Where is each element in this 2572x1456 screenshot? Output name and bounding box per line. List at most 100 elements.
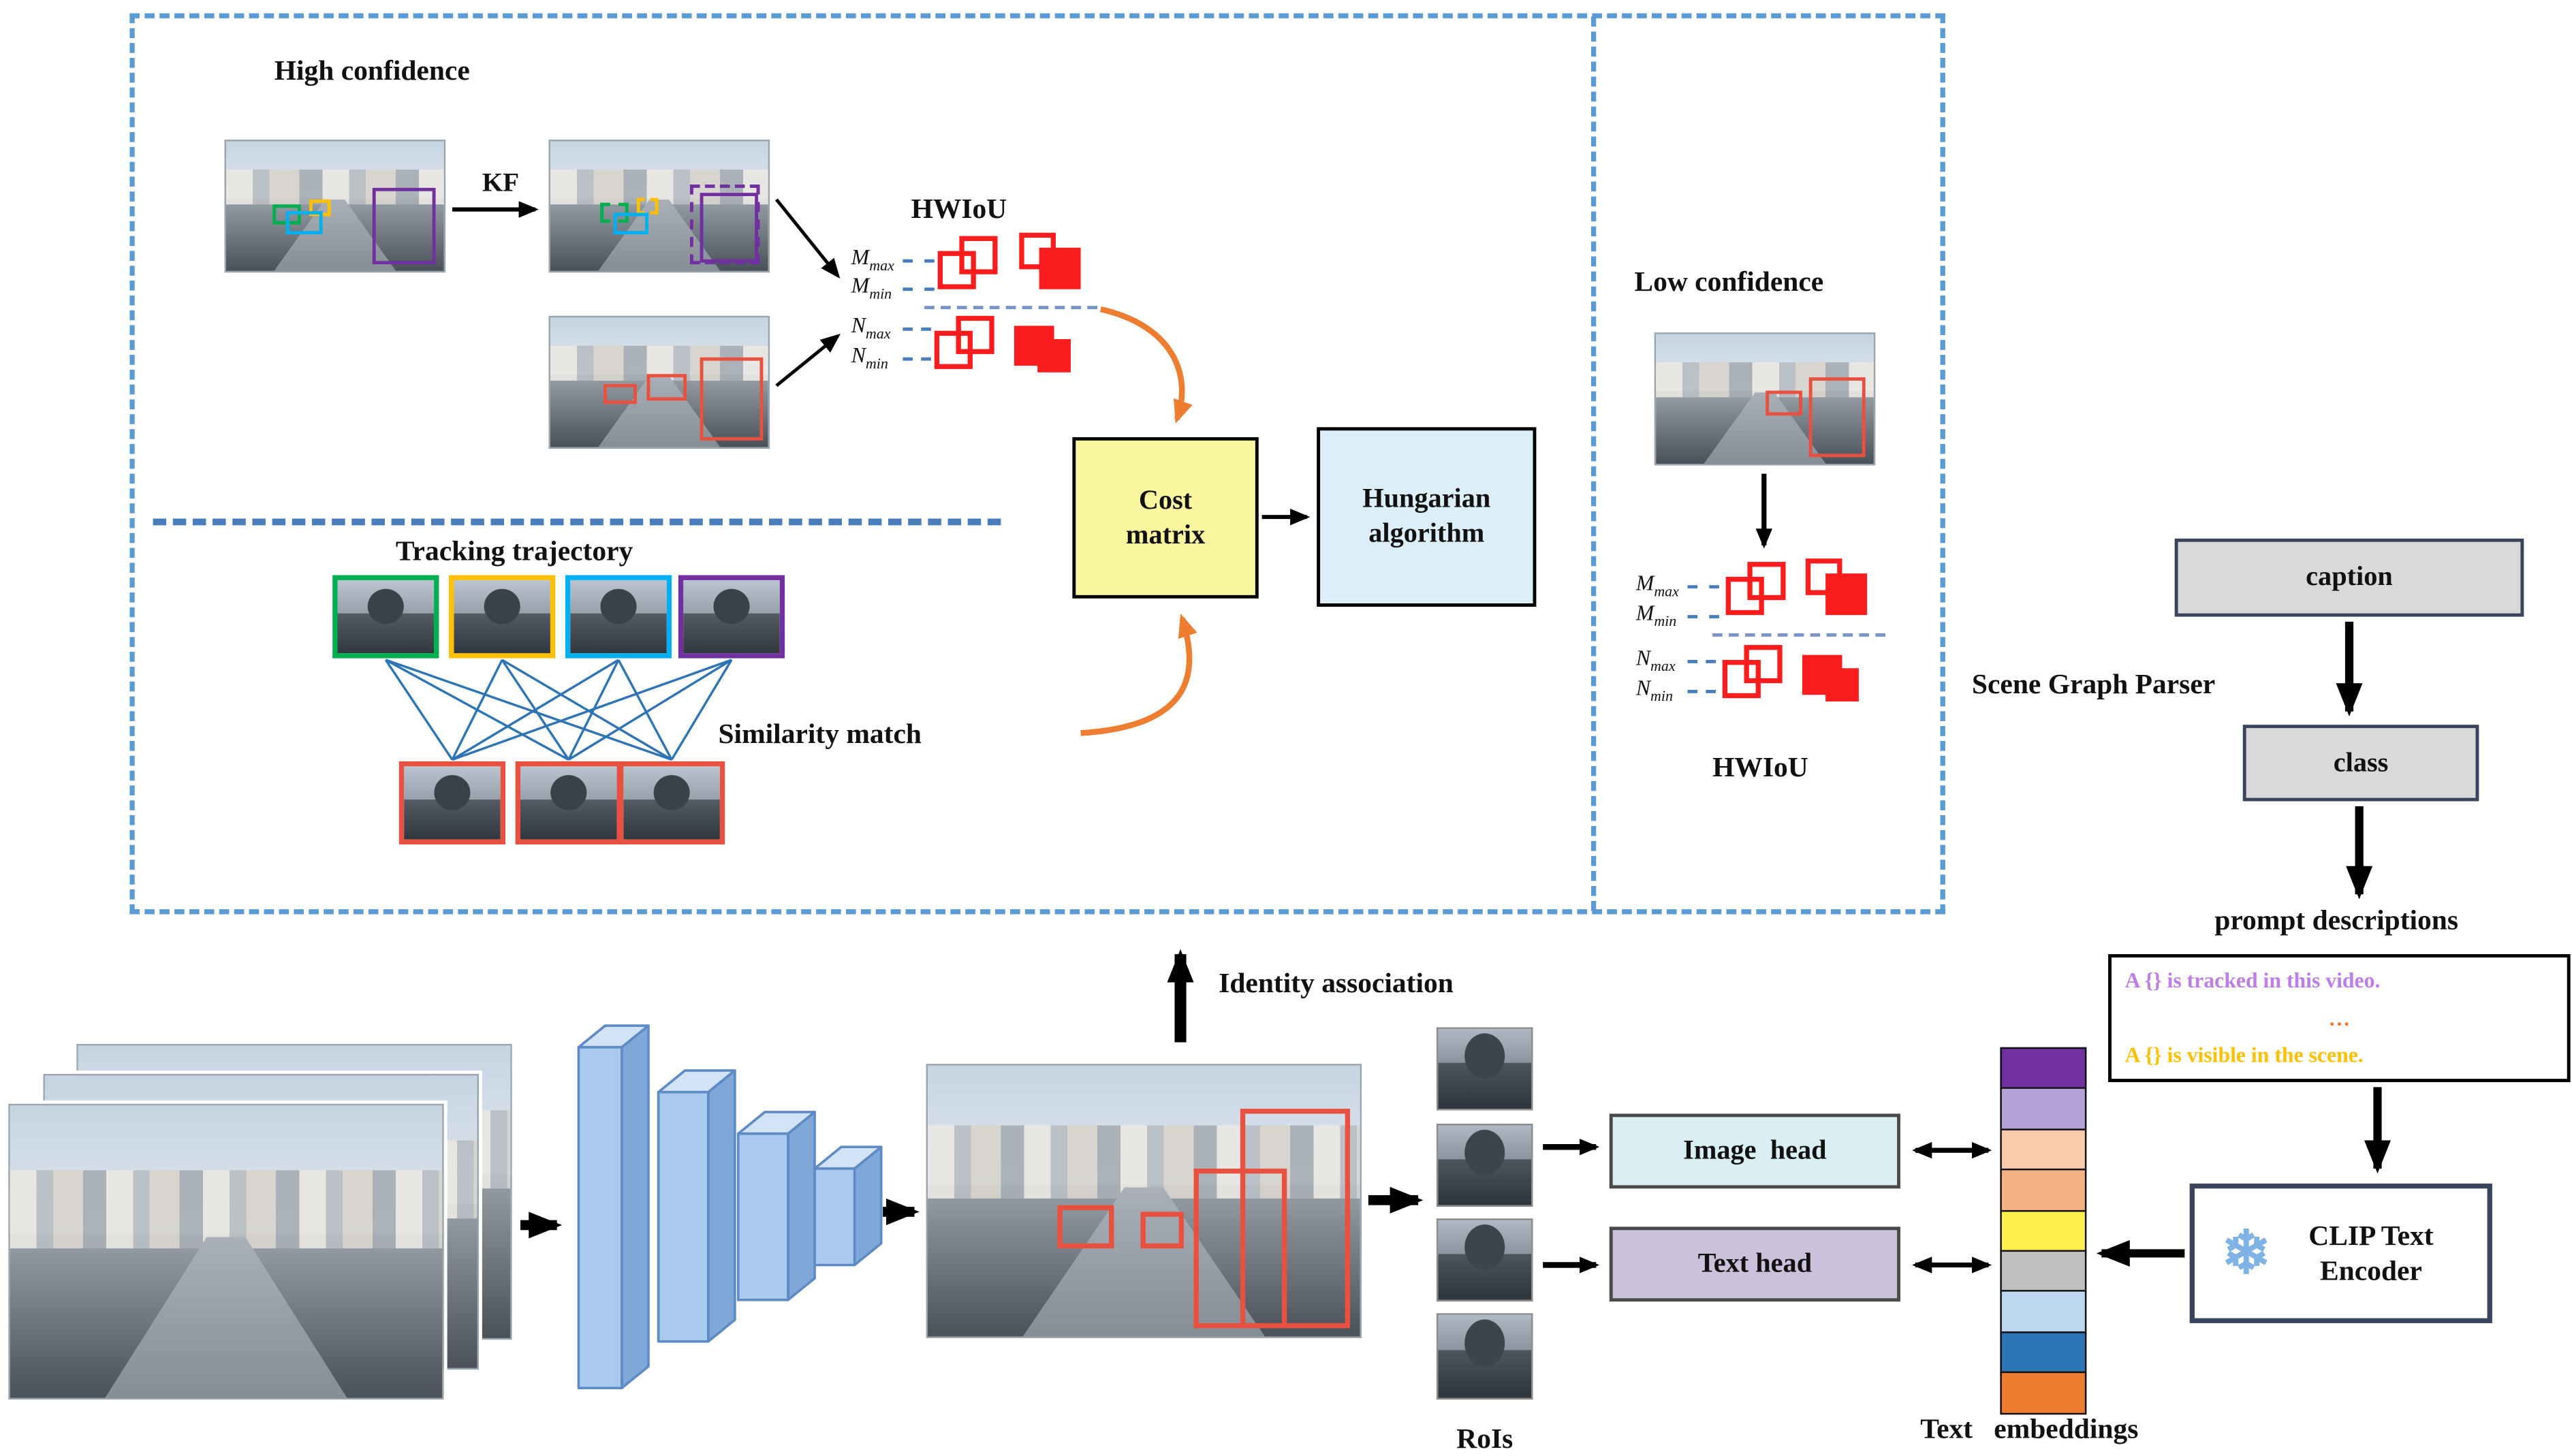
track-thumb-2: [449, 575, 556, 659]
tracking-trajectory-label: Tracking trajectory: [395, 535, 633, 567]
hwiou-label-low: HWIoU: [1712, 751, 1808, 783]
bbox-purple-predicted: [689, 184, 760, 265]
n-min-base: N: [851, 342, 866, 368]
prompt-box: A {} is tracked in this video. … A {} is…: [2108, 954, 2571, 1083]
caption-node: caption: [2174, 538, 2524, 617]
backbone-blocks: [577, 1024, 883, 1389]
embedding-cell: [2000, 1331, 2087, 1375]
bbox-red-low-1: [1766, 390, 1802, 416]
similarity-line: [452, 659, 619, 761]
clip-text-encoder-label: CLIP Text Encoder: [2308, 1220, 2434, 1287]
bbox-purple: [372, 187, 436, 265]
bbox-cyan-detected: [613, 212, 648, 235]
bbox-red-2: [646, 374, 687, 401]
iou-box: [1805, 558, 1842, 595]
n-max-sub: max: [865, 325, 891, 342]
m-max-term-low: Mmax: [1636, 570, 1679, 599]
track-thumb-1: [332, 575, 439, 659]
leader-line: [903, 287, 935, 291]
det-bbox-2: [1140, 1212, 1184, 1249]
prompt-descriptions-label: prompt descriptions: [2214, 904, 2459, 936]
fraction-line-low: [1712, 633, 1885, 637]
curve-hwiou-to-cost: [1099, 306, 1193, 424]
detection-thumb-2: [515, 761, 622, 844]
track-thumb-3: [565, 575, 672, 659]
similarity-line: [384, 659, 454, 761]
low-confidence-label: Low confidence: [1634, 266, 1824, 298]
leader-line: [903, 259, 935, 263]
n-max-sub: max: [1650, 657, 1676, 675]
kf-label: KF: [482, 169, 520, 198]
text-embeddings-label: Text embeddings: [1920, 1412, 2139, 1445]
leader-line: [1687, 615, 1719, 619]
leader-line: [903, 327, 931, 331]
bbox-red-3: [700, 357, 764, 441]
iou-box-filled: [1825, 668, 1859, 702]
prompt-ellipsis: …: [2328, 1004, 2351, 1030]
line-predicted-to-formula: [774, 198, 841, 279]
embedding-cell: [2000, 1169, 2087, 1212]
iou-boxes-overlap-n-low: [1722, 645, 1795, 708]
embedding-cell: [2000, 1047, 2087, 1091]
block-front: [577, 1045, 623, 1389]
image-head-label: Image head: [1683, 1134, 1827, 1166]
bbox-red-low-2: [1808, 377, 1866, 458]
n-min-base: N: [1635, 675, 1651, 700]
class-label: class: [2333, 746, 2389, 778]
hwiou-label-high: HWIoU: [911, 193, 1007, 225]
similarity-line: [451, 659, 503, 761]
n-min-term: Nmin: [851, 343, 888, 372]
embeddings-stack: [2000, 1047, 2087, 1415]
embedding-cell: [2000, 1088, 2087, 1131]
embedding-cell: [2000, 1128, 2087, 1172]
similarity-line: [617, 659, 673, 761]
m-max-base: M: [851, 244, 870, 270]
similarity-line: [501, 659, 672, 761]
prompt-line-visible: A {} is visible in the scene.: [2124, 1042, 2364, 1068]
clip-text-encoder-node: ❄ CLIP Text Encoder: [2189, 1183, 2492, 1323]
rois-label: RoIs: [1456, 1423, 1514, 1455]
iou-box-filled: [1037, 338, 1071, 373]
leader-line: [903, 357, 931, 361]
bbox-yellow-predicted: [636, 197, 659, 215]
bbox-purple-detected: [700, 193, 759, 263]
similarity-line: [385, 659, 672, 761]
m-min-base: M: [851, 272, 870, 298]
track-thumb-4: [678, 575, 785, 659]
image-head-node: Image head: [1609, 1113, 1900, 1189]
similarity-line: [670, 659, 733, 761]
leader-line: [1687, 660, 1716, 663]
iou-boxes-overlap-m-low: [1725, 562, 1799, 625]
embedding-cell: [2000, 1209, 2087, 1253]
association-panel: [129, 13, 1945, 915]
iou-box: [956, 315, 994, 354]
iou-boxes-filled-n: [1014, 319, 1087, 383]
scene-image-current: [224, 140, 446, 273]
embedding-cell: [2000, 1372, 2087, 1415]
identity-association-label: Identity association: [1219, 967, 1454, 999]
n-min-sub: min: [865, 355, 888, 372]
hungarian-algorithm-node: Hungarian algorithm: [1317, 427, 1537, 607]
n-min-term-low: Nmin: [1636, 675, 1673, 704]
scene-image-predicted: [548, 140, 770, 273]
class-node: class: [2242, 725, 2479, 802]
text-head-node: Text head: [1609, 1226, 1900, 1302]
iou-boxes-mixed-m-low: [1805, 558, 1879, 622]
detection-image: [926, 1064, 1362, 1338]
embedding-cell: [2000, 1291, 2087, 1334]
text-head-label: Text head: [1697, 1247, 1813, 1279]
leader-line: [1687, 585, 1719, 589]
similarity-match-label: Similarity match: [718, 718, 922, 750]
scene-image-low-confidence: [1654, 332, 1876, 466]
m-max-sub: max: [1654, 582, 1679, 600]
n-max-base: N: [851, 312, 866, 338]
n-max-base: N: [1635, 645, 1651, 670]
roi-crop-4: [1436, 1313, 1533, 1400]
scene-graph-parser-label: Scene Graph Parser: [1971, 668, 2216, 700]
snowflake-icon: ❄: [2221, 1220, 2272, 1287]
m-min-term: Mmin: [851, 272, 892, 302]
high-confidence-label: High confidence: [274, 54, 470, 86]
scene-image-detections: [548, 315, 770, 449]
similarity-lines: [384, 659, 733, 761]
iou-boxes-filled-n-low: [1802, 648, 1875, 712]
